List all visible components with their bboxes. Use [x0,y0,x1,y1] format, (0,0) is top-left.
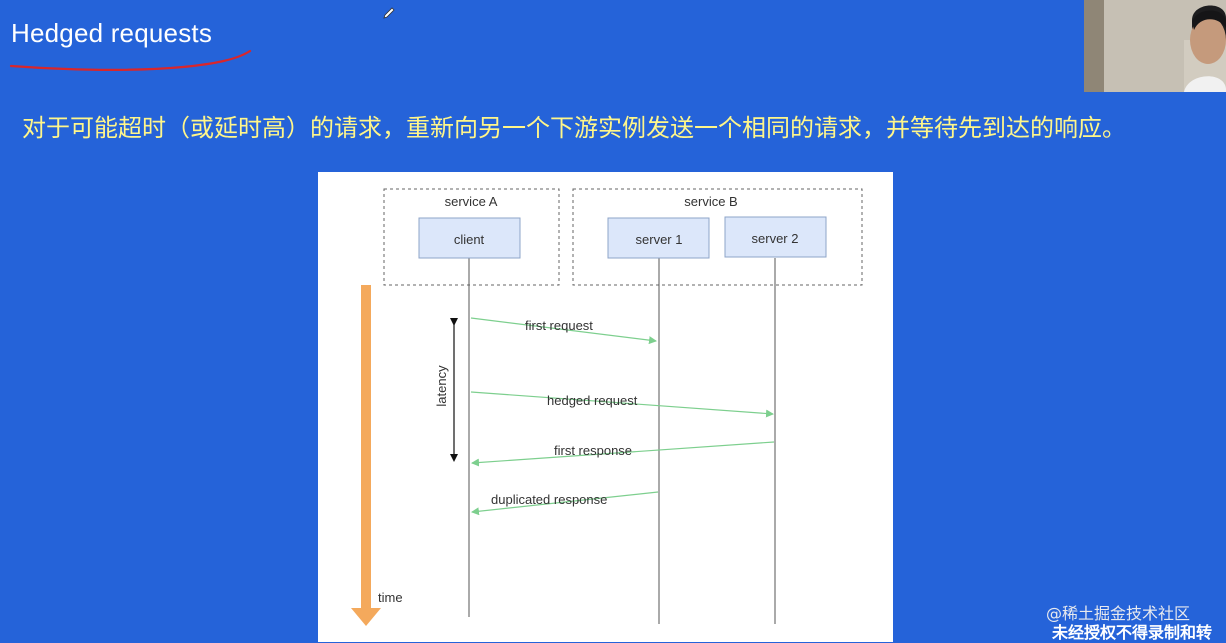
duplicated-response-arrow [471,491,659,516]
first-request-label: first request [525,318,593,333]
server2-node [724,216,827,258]
slide-description: 对于可能超时（或延时高）的请求，重新向另一个下游实例发送一个相同的请求，并等待先… [22,114,1126,142]
hedged-request-label: hedged request [547,393,638,408]
hedged-request-arrow [470,391,774,418]
pen-icon[interactable] [382,6,396,20]
service-a-label: service A [445,194,498,209]
duplicated-response-label: duplicated response [491,492,607,507]
time-arrow-head [351,608,381,626]
handwritten-underline [9,49,252,72]
service-b-group [572,188,863,286]
client-label: client [454,232,485,247]
client-node [418,217,521,259]
webcam-feed [1084,0,1226,92]
time-label: time [378,590,403,605]
first-response-label: first response [554,443,632,458]
service-a-group [383,188,560,286]
time-arrow-shaft [361,285,371,609]
watermark-site: @稀土掘金技术社区 [1046,604,1191,623]
slide-title: Hedged requests [11,18,213,48]
service-b-label: service B [684,194,737,209]
first-request-arrow [470,317,657,345]
latency-label: latency [434,365,449,407]
server1-label: server 1 [636,232,683,247]
watermark-notice: 未经授权不得录制和转 [1052,623,1213,642]
presenter-image [1084,0,1226,92]
hedged-requests-diagram: service A service B client server 1 serv… [318,172,893,642]
server2-label: server 2 [752,231,799,246]
server1-node [607,217,710,259]
first-response-arrow [471,441,775,467]
